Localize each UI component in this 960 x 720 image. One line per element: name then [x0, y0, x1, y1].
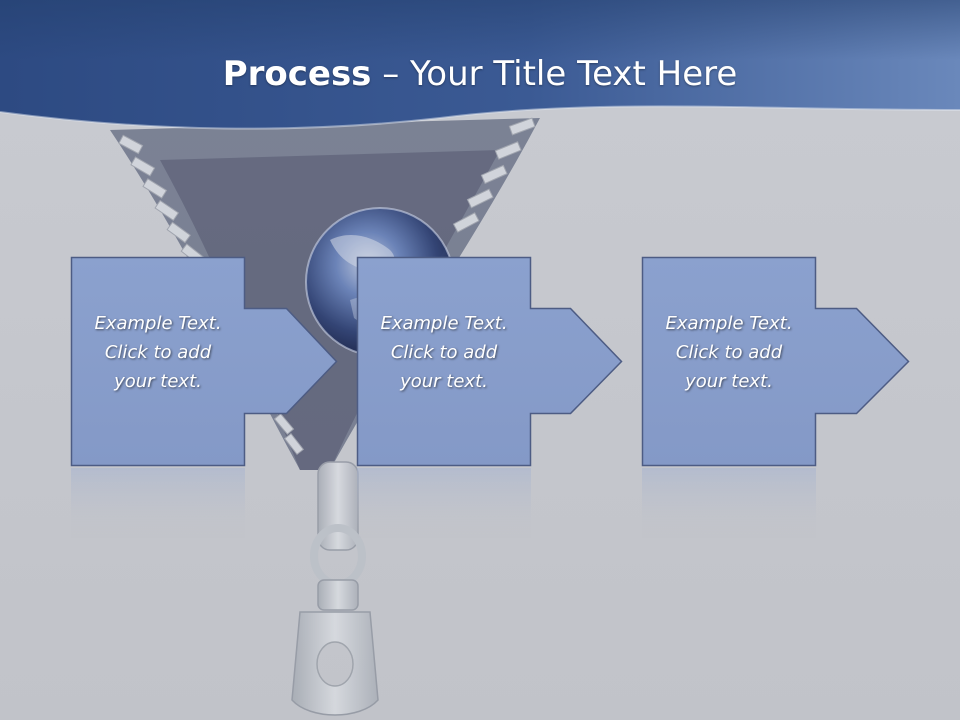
process-step-2[interactable]: Example Text. Click to add your text.: [357, 257, 531, 465]
reflections: [71, 468, 816, 538]
title-bold: Process: [222, 54, 372, 94]
title-rest: – Your Title Text Here: [371, 54, 738, 94]
step-text-line: your text.: [400, 371, 488, 392]
step-text-line: Click to add: [675, 342, 783, 363]
step-text-line: Example Text.: [665, 313, 793, 334]
process-step-3[interactable]: Example Text. Click to add your text.: [642, 257, 816, 465]
step-text-line: Example Text.: [94, 313, 222, 334]
process-step-shape-1: [70, 256, 338, 467]
step-text-placeholder[interactable]: Example Text. Click to add your text.: [642, 309, 816, 396]
step-text-line: your text.: [114, 371, 202, 392]
step-text-line: Click to add: [104, 342, 212, 363]
slide-title[interactable]: Process – Your Title Text Here: [0, 52, 960, 96]
header-band: [0, 0, 960, 130]
process-step-shape-2: [356, 256, 623, 467]
step-text-line: your text.: [685, 371, 773, 392]
process-step-1[interactable]: Example Text. Click to add your text.: [71, 257, 245, 465]
process-step-shape-3: [641, 256, 910, 467]
step-text-line: Example Text.: [380, 313, 508, 334]
step-text-line: Click to add: [390, 342, 498, 363]
step-text-placeholder[interactable]: Example Text. Click to add your text.: [357, 309, 531, 396]
step-text-placeholder[interactable]: Example Text. Click to add your text.: [71, 309, 245, 396]
